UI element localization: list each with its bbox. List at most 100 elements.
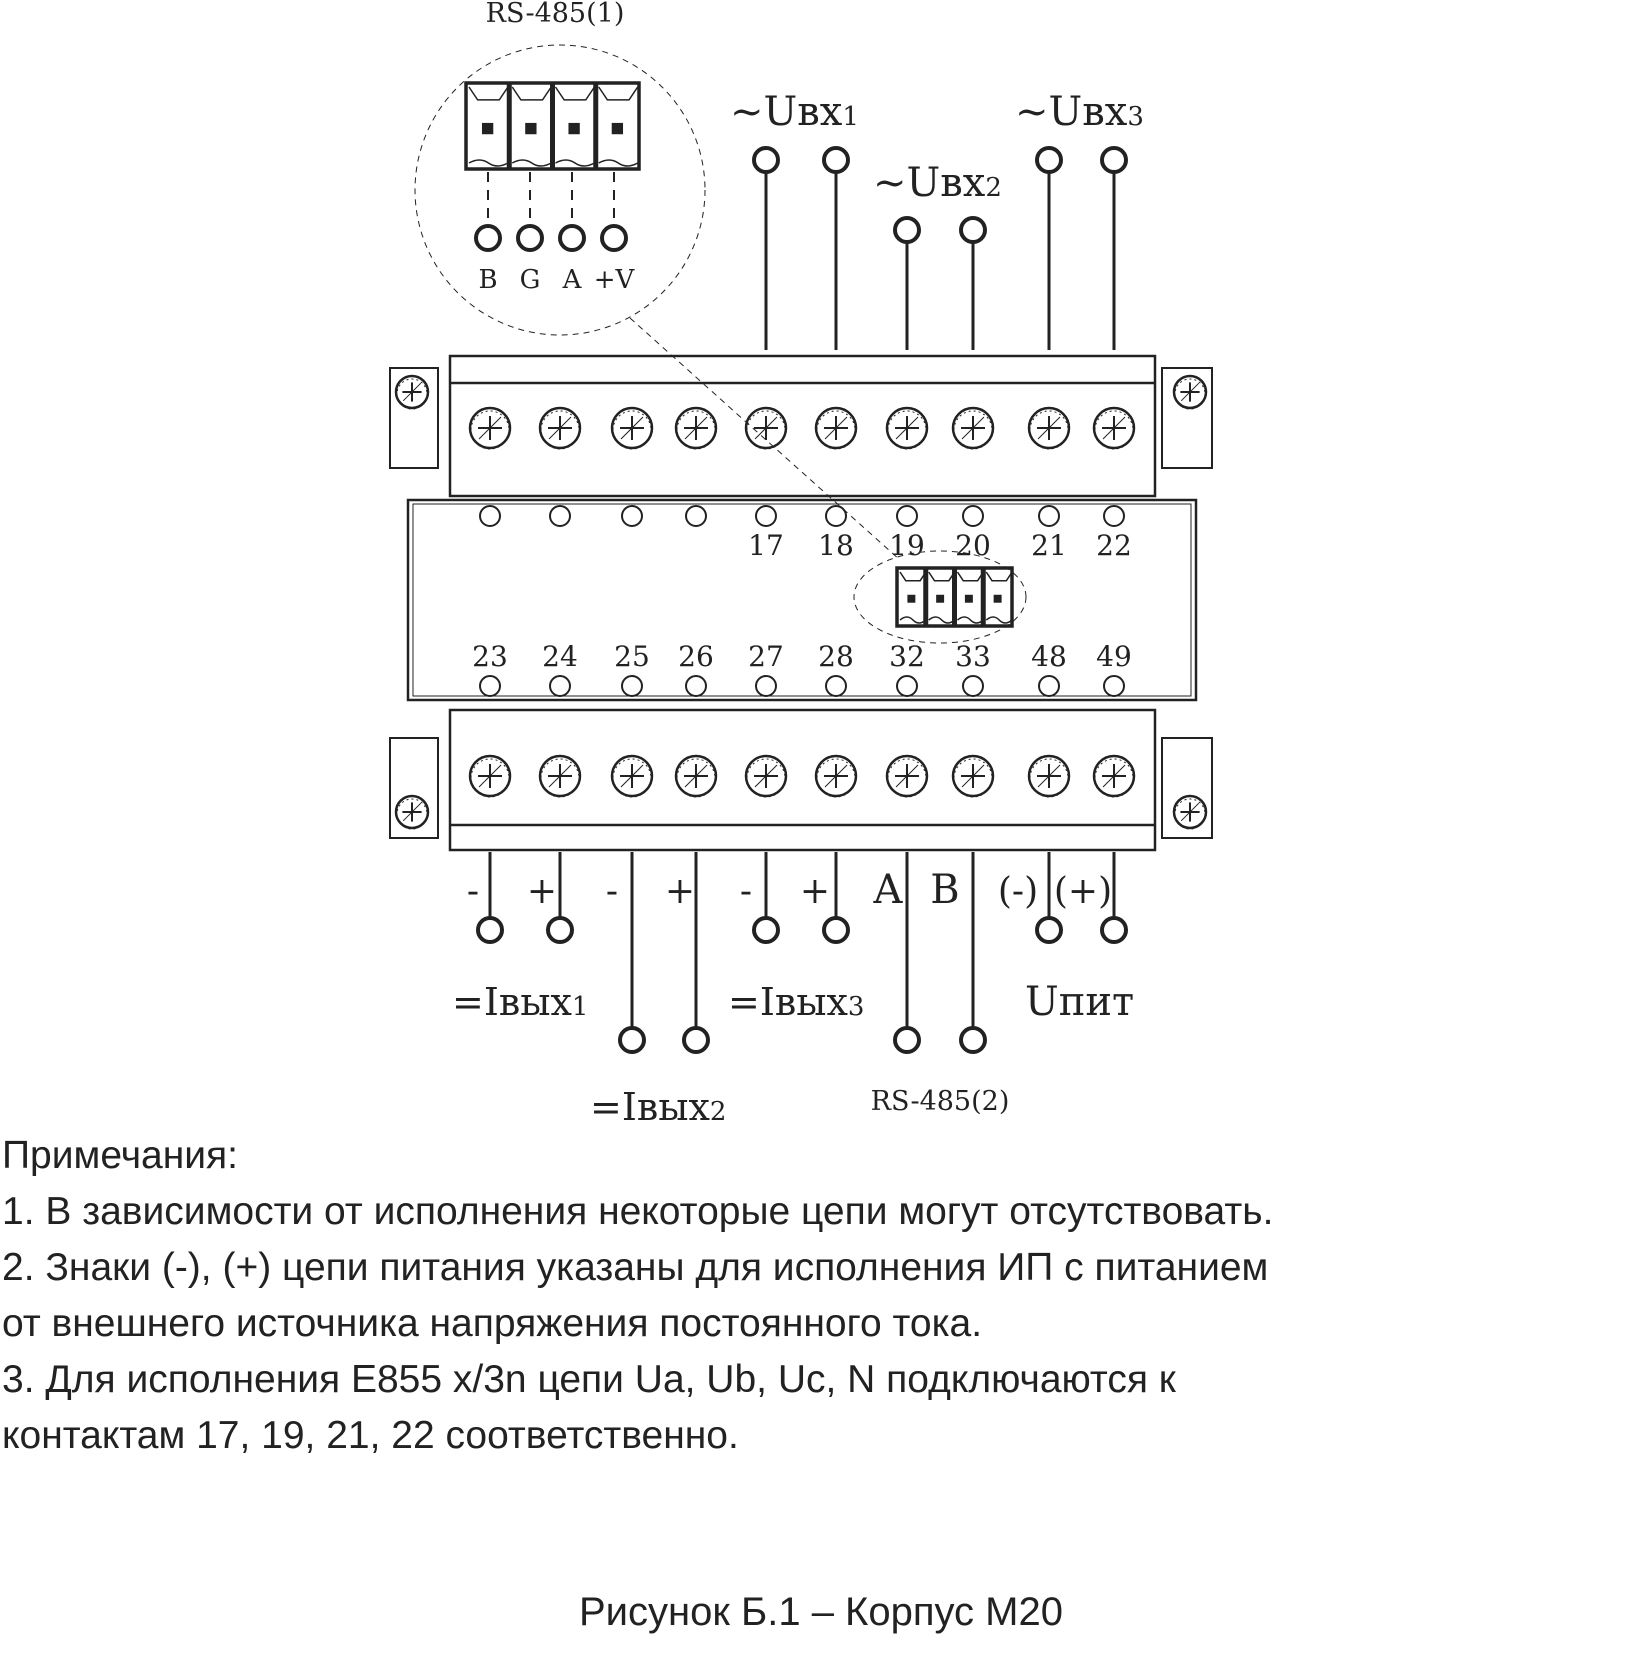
mount-tab-top-right	[1161, 367, 1213, 469]
corner-screw-icon	[1172, 374, 1208, 410]
input-terminal-icon	[959, 216, 987, 244]
terminal-screw-icon	[744, 754, 788, 798]
rs485-1-pin-label: G	[520, 265, 541, 295]
output-terminal-icon	[546, 916, 574, 944]
zoom-callout-leader	[629, 317, 901, 561]
terminal-number: 27	[748, 640, 784, 673]
terminal-hole	[1038, 675, 1060, 697]
polarity-label: B	[930, 867, 959, 913]
terminal-screw-icon	[814, 406, 858, 450]
terminal-screw-icon	[1092, 406, 1136, 450]
terminal-number: 21	[1031, 529, 1067, 562]
note-line: 1. В зависимости от исполнения некоторые…	[2, 1190, 1274, 1233]
terminal-number: 22	[1096, 529, 1132, 562]
corner-screw-icon	[1172, 794, 1208, 830]
polarity-label: (+)	[1054, 871, 1112, 912]
note-line: 2. Знаки (-), (+) цепи питания указаны д…	[2, 1246, 1269, 1289]
rs485-1-pin-label: B	[478, 265, 497, 295]
terminal-screw-icon	[951, 406, 995, 450]
mount-tab-top-left	[389, 367, 439, 469]
terminal-number: 17	[748, 529, 784, 562]
terminal-number: 25	[614, 640, 650, 673]
input-label-3: ~Uвх3	[1015, 89, 1144, 135]
terminal-number: 32	[889, 640, 925, 673]
polarity-label: +	[527, 871, 557, 912]
terminal-hole	[896, 505, 918, 527]
terminal-number: 18	[818, 529, 854, 562]
terminal-screw-icon	[538, 754, 582, 798]
terminal-hole	[1038, 505, 1060, 527]
input-terminal-icon	[893, 216, 921, 244]
rs485-2-callout-ellipse	[853, 550, 1027, 644]
output-label-iout1: =Iвых1	[452, 980, 588, 1024]
output-terminal-icon	[476, 916, 504, 944]
output-terminal-icon	[1035, 916, 1063, 944]
terminal-screw-icon	[468, 754, 512, 798]
bottom-terminal-block	[448, 708, 1157, 852]
output-label-rs485-2: RS-485(2)	[871, 1086, 1010, 1117]
input-label-2: ~Uвх2	[873, 160, 1002, 206]
polarity-label: (-)	[998, 871, 1038, 912]
polarity-label: +	[665, 871, 695, 912]
figure-caption: Рисунок Б.1 – Корпус М20	[579, 1590, 1063, 1634]
terminal-hole	[621, 675, 643, 697]
rs485-1-pin-label: +V	[594, 265, 636, 295]
terminal-number: 19	[889, 529, 925, 562]
notes-block: Примечания: 1. В зависимости от исполнен…	[2, 1128, 1642, 1464]
input-terminal-icon	[1100, 146, 1128, 174]
note-line: контактам 17, 19, 21, 22 соответственно.	[2, 1414, 739, 1457]
output-terminal-icon	[959, 1026, 987, 1054]
terminal-screw-icon	[1027, 406, 1071, 450]
output-terminal-icon	[682, 1026, 710, 1054]
mount-tab-bottom-right	[1161, 737, 1213, 839]
rs485-1-pin-icon	[600, 224, 628, 252]
terminal-screw-icon	[1092, 754, 1136, 798]
terminal-hole	[825, 675, 847, 697]
terminal-hole	[962, 675, 984, 697]
output-terminal-icon	[822, 916, 850, 944]
top-terminal-block	[448, 354, 1157, 498]
terminal-hole	[1103, 675, 1125, 697]
terminal-hole	[685, 675, 707, 697]
terminal-screw-icon	[1027, 754, 1071, 798]
input-terminal-icon	[822, 146, 850, 174]
input-terminal-icon	[1035, 146, 1063, 174]
terminal-screw-icon	[610, 754, 654, 798]
terminal-screw-icon	[885, 754, 929, 798]
rs485-1-pin-icon	[516, 224, 544, 252]
terminal-hole	[685, 505, 707, 527]
terminal-hole	[479, 505, 501, 527]
terminal-number: 28	[818, 640, 854, 673]
terminal-hole	[1103, 505, 1125, 527]
terminal-hole	[825, 505, 847, 527]
terminal-screw-icon	[538, 406, 582, 450]
terminal-number: 20	[955, 529, 991, 562]
polarity-label: -	[606, 871, 618, 912]
polarity-label: A	[873, 867, 904, 913]
front-panel	[406, 498, 1198, 702]
terminal-hole	[549, 675, 571, 697]
rs485-1-pin-icon	[474, 224, 502, 252]
terminal-screw-icon	[468, 406, 512, 450]
terminal-number: 26	[678, 640, 714, 673]
terminal-number: 48	[1031, 640, 1067, 673]
terminal-screw-icon	[610, 406, 654, 450]
terminal-screw-icon	[674, 406, 718, 450]
mount-tab-bottom-left	[389, 737, 439, 839]
terminal-hole	[755, 675, 777, 697]
output-terminal-icon	[618, 1026, 646, 1054]
polarity-label: -	[467, 871, 479, 912]
output-label-iout3: =Iвых3	[728, 980, 864, 1024]
terminal-screw-icon	[744, 406, 788, 450]
terminal-screw-icon	[674, 754, 718, 798]
rs485-1-pin-label: A	[562, 265, 583, 295]
front-panel-inner	[412, 503, 1192, 697]
output-label-iout2: =Iвых2	[590, 1085, 726, 1129]
rs485-1-connector-icon	[464, 81, 641, 171]
note-line: от внешнего источника напряжения постоян…	[2, 1302, 983, 1345]
notes-heading: Примечания:	[2, 1134, 238, 1177]
terminal-hole	[621, 505, 643, 527]
polarity-label: +	[800, 871, 830, 912]
rs485-1-title: RS-485(1)	[486, 0, 625, 29]
